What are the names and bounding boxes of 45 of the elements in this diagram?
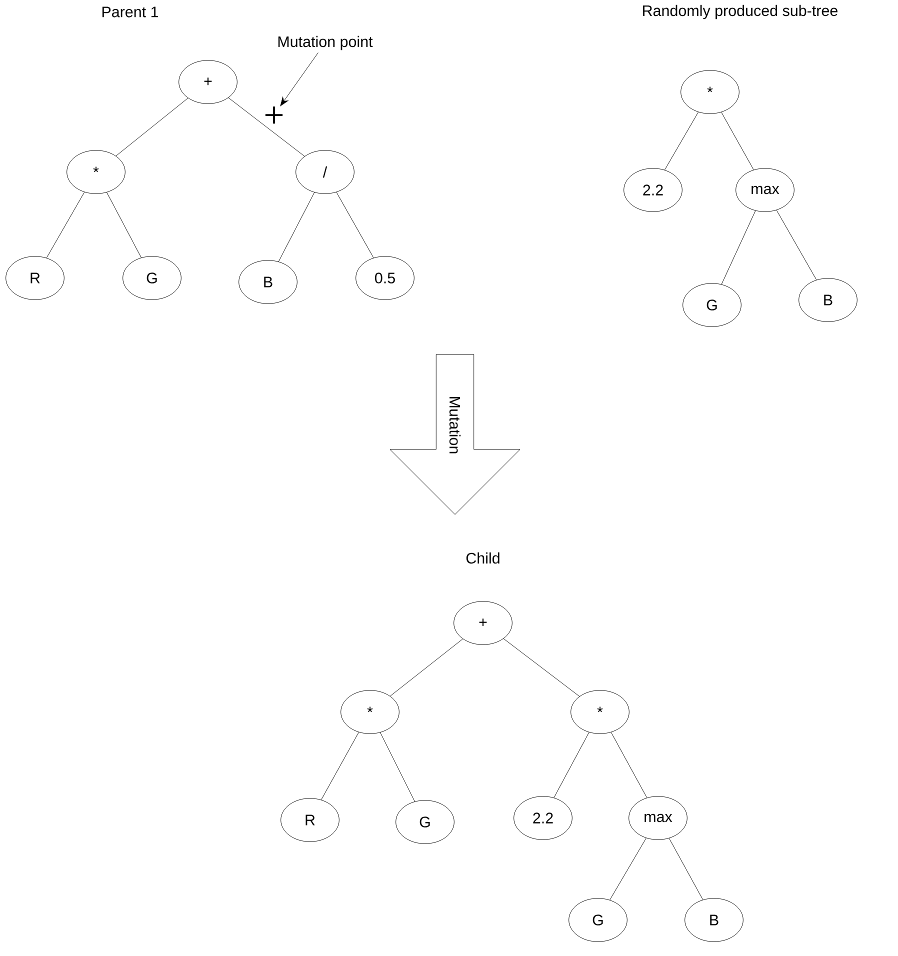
tree-edge: [776, 210, 817, 280]
tree-node: /: [296, 150, 354, 194]
tree-node: +: [454, 601, 512, 645]
tree-edge: [390, 638, 464, 696]
tree-edge: [278, 192, 315, 262]
tree-node: R: [6, 256, 64, 300]
tree-node: 2.2: [514, 796, 572, 840]
tree-node: 0.5: [356, 256, 414, 300]
tree-edge: [46, 192, 85, 258]
callout-text: Mutation point: [278, 36, 373, 50]
tree-node: *: [340, 690, 400, 734]
tree-edge: [721, 210, 756, 285]
tree-edge: [228, 98, 305, 157]
tree-title: Parent 1: [102, 6, 158, 18]
tree-node: G: [122, 256, 182, 300]
tree-title: Child: [466, 552, 500, 564]
tree-edge: [610, 838, 646, 900]
tree-node: G: [396, 800, 454, 844]
tree-node: +: [178, 60, 238, 104]
tree-edge: [116, 98, 188, 156]
tree-edge: [503, 638, 580, 697]
tree-node: B: [238, 260, 298, 304]
tree-node: 2.2: [624, 168, 682, 212]
tree-edge: [106, 192, 142, 258]
tree-node: *: [570, 690, 630, 734]
tree-edge: [721, 112, 754, 170]
tree-node: *: [66, 150, 126, 194]
leader-arrow: [280, 52, 318, 106]
tree-node: G: [682, 283, 742, 327]
tree-title: Randomly produced sub-tree: [643, 4, 838, 20]
tree-node: B: [684, 898, 744, 942]
tree-edge: [380, 732, 415, 802]
tree-edge: [664, 112, 699, 170]
tree-node: B: [798, 278, 858, 322]
tree-node: G: [568, 898, 628, 942]
tree-edge: [554, 732, 590, 798]
tree-node: R: [280, 798, 340, 842]
tree-node: max: [628, 796, 688, 840]
tree-edge: [668, 838, 704, 900]
tree-edge: [336, 192, 374, 258]
mutation-point-mark: [264, 106, 284, 125]
tree-edge: [321, 732, 359, 800]
tree-node: max: [736, 168, 794, 212]
tree-edge: [610, 732, 648, 798]
tree-node: *: [680, 70, 740, 114]
